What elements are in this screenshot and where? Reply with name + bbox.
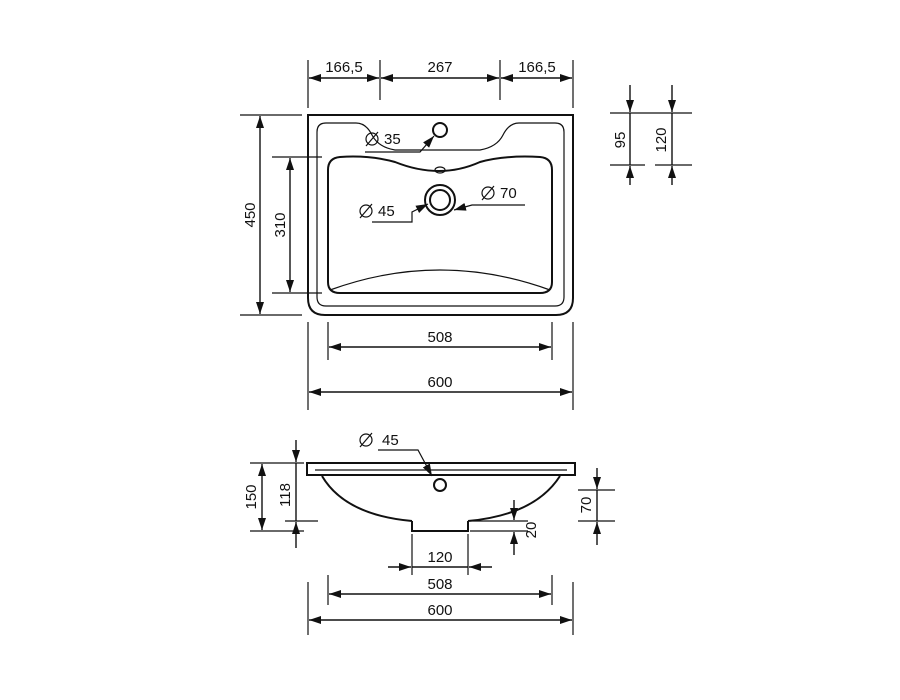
side-detail: 95 120 <box>610 85 692 185</box>
drain-inner <box>429 189 451 211</box>
front-section: 45 150 118 70 20 120 508 <box>243 432 615 635</box>
drain-hole <box>433 478 447 492</box>
rim-plate <box>306 462 576 476</box>
diameter-icon <box>359 432 373 448</box>
bowl-section <box>321 475 561 522</box>
tap-hole <box>432 122 448 138</box>
label-depth-310: 310 <box>272 212 289 237</box>
basin-rim <box>316 122 565 307</box>
label-outlet-120: 120 <box>427 549 452 566</box>
label-20: 20 <box>523 522 540 539</box>
label-front-508: 508 <box>427 576 452 593</box>
label-width-600: 600 <box>427 374 452 391</box>
label-150: 150 <box>243 484 260 509</box>
label-120: 120 <box>653 127 670 152</box>
drain-outer <box>424 184 456 216</box>
label-70: 70 <box>578 497 595 514</box>
leader-tap-hole <box>365 135 435 153</box>
overflow-slot <box>434 166 446 174</box>
label-drain-inner: 45 <box>378 203 395 220</box>
leader-drain-outer <box>453 202 525 211</box>
outlet <box>411 521 469 532</box>
label-tap-hole: 35 <box>384 131 401 148</box>
leader-front-drain <box>378 449 433 477</box>
label-depth-450: 450 <box>242 202 259 227</box>
diameter-icon <box>365 131 379 147</box>
label-118: 118 <box>277 483 294 507</box>
label-top-left: 166,5 <box>325 59 363 76</box>
label-width-508: 508 <box>427 329 452 346</box>
label-95: 95 <box>612 132 629 149</box>
label-top-middle: 267 <box>427 59 452 76</box>
top-view: 35 45 70 166,5 267 166,5 450 310 <box>240 59 574 410</box>
diameter-icon <box>481 185 495 201</box>
leader-drain-inner <box>372 203 429 223</box>
label-front-drain: 45 <box>382 432 399 449</box>
basin-outline <box>307 114 574 316</box>
label-top-right: 166,5 <box>518 59 556 76</box>
label-drain-outer: 70 <box>500 185 517 202</box>
label-front-600: 600 <box>427 602 452 619</box>
basin-bowl <box>327 155 553 294</box>
bowl-back-slope <box>329 269 551 291</box>
diameter-icon <box>359 203 373 219</box>
